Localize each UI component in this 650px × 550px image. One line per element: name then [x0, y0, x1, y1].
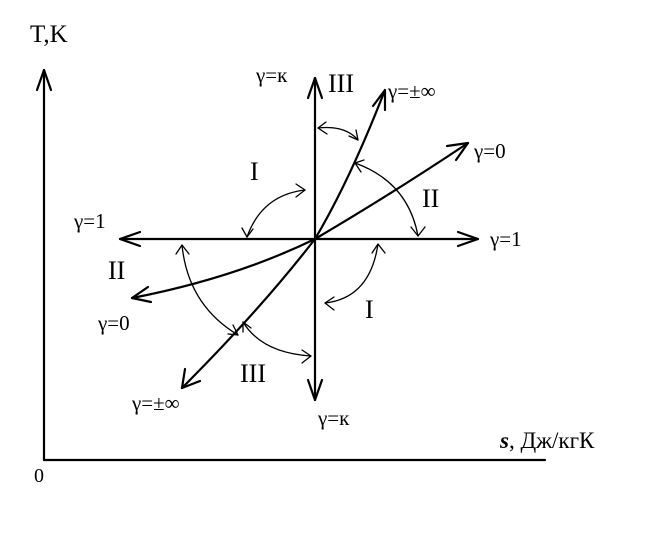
gamma-k-down-arrowhead [306, 378, 324, 402]
gamma-inf-bottom-label: γ=±∞ [131, 391, 180, 415]
region-I-top-label: I [250, 157, 259, 186]
gamma-0-left-label: γ=0 [97, 311, 130, 335]
arc-region-II-bottom [181, 244, 239, 336]
arc-arrowhead [371, 243, 386, 254]
arc-arrowhead [242, 321, 252, 333]
gamma-inf-down-arrowhead [180, 367, 202, 390]
gamma-k-bottom-label: γ=к [317, 406, 350, 430]
s-axis-symbol: s [499, 428, 509, 453]
region-III-bottom-label: III [240, 359, 266, 388]
gamma-0-right-label: γ=0 [473, 139, 506, 163]
arc-arrowhead [295, 183, 306, 198]
t-axis-arrowhead [35, 68, 53, 92]
gamma-0-right-arrowhead [445, 141, 470, 162]
gamma-inf-top-label: γ=±∞ [387, 79, 436, 103]
origin-label: 0 [34, 465, 44, 487]
gamma-0-left-arrowhead [130, 285, 153, 304]
s-axis-unit: , Дж/кгК [509, 428, 595, 453]
gamma-inf-curve [180, 88, 387, 390]
gamma-1-right-label: γ=1 [489, 227, 522, 251]
gamma-1-left-arrowhead [118, 230, 142, 248]
arc-arrowhead [227, 324, 239, 336]
arc-region-I-bottom [324, 243, 379, 304]
t-axis-label: T,K [30, 21, 68, 48]
region-II-left-label: II [108, 256, 125, 285]
s-axis-label: s, Дж/кгК [499, 428, 595, 453]
arc-arrowhead [324, 296, 335, 311]
region-II-right-label: II [422, 184, 439, 213]
gamma-1-right-arrowhead [456, 230, 480, 248]
region-III-top-label: III [328, 69, 354, 98]
gamma-1-left-label: γ=1 [73, 209, 106, 233]
arc-arrowhead [317, 121, 328, 135]
gamma-inf-up-arrowhead [371, 88, 387, 112]
arc-region-I-top [246, 189, 306, 238]
region-I-bottom-label: I [365, 295, 374, 324]
arc-arrowhead [354, 159, 365, 173]
arc-region-II-top [354, 162, 419, 237]
process-gamma-1 [118, 230, 480, 248]
arc-arrowhead [301, 349, 312, 364]
gamma-0-curve [130, 141, 470, 300]
arc-arrowhead [410, 226, 426, 237]
process-gamma-0 [130, 141, 470, 304]
process-gamma-inf [180, 88, 387, 390]
gamma-k-up-arrowhead [306, 76, 324, 100]
arc-arrowhead [175, 244, 190, 255]
arc-region-III-bottom [242, 321, 312, 357]
arc-region-III-top [317, 126, 359, 141]
arc-arrowhead [241, 227, 254, 238]
region-arcs [175, 121, 426, 364]
gamma-k-top-label: γ=к [255, 63, 288, 87]
arc-arrowhead [348, 129, 359, 141]
coordinate-axes [35, 68, 547, 462]
